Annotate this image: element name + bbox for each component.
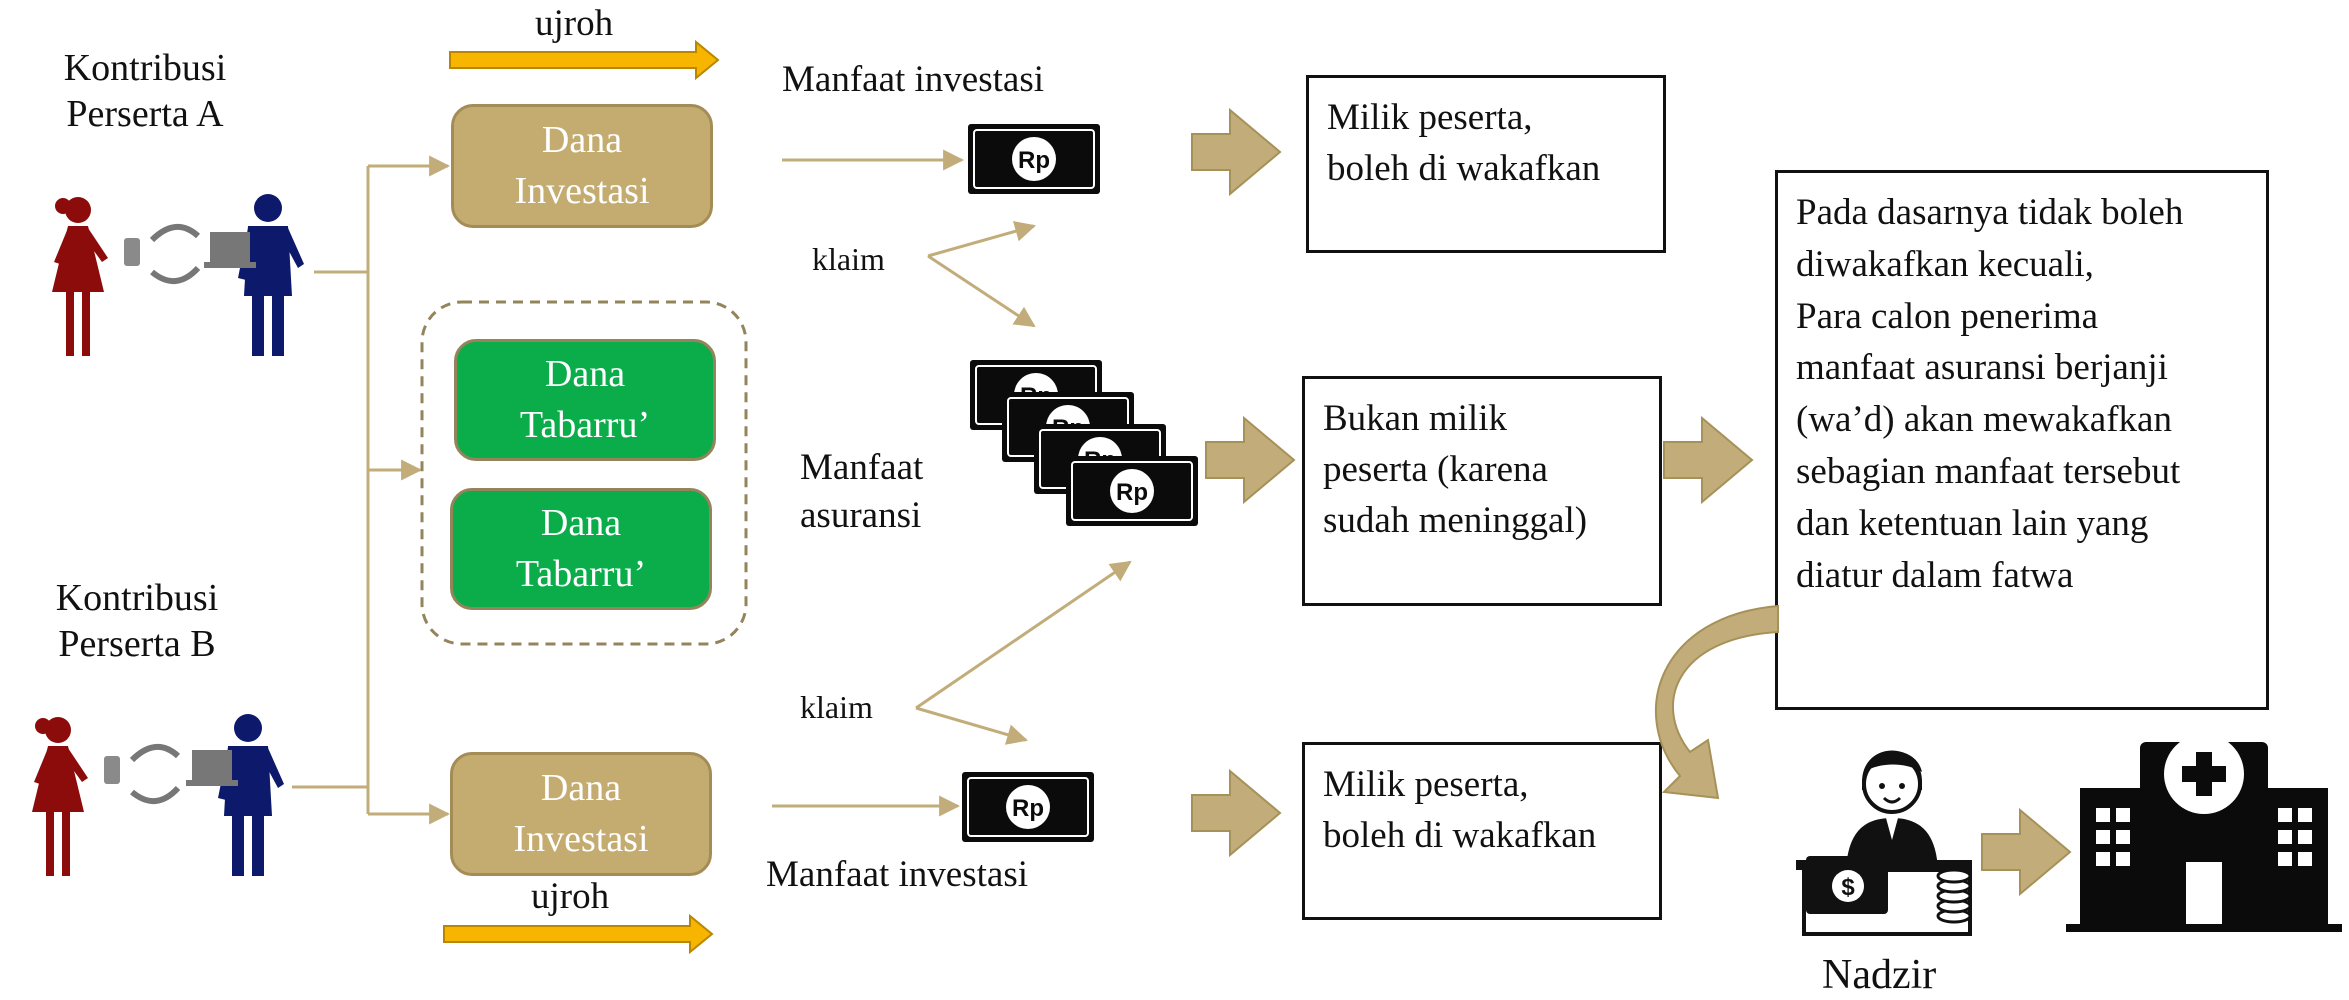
woman-icon bbox=[52, 197, 108, 356]
tabarru-group-border bbox=[420, 300, 748, 646]
ujroh-bottom-label: ujroh bbox=[531, 876, 610, 917]
dana-investasi-bottom: Dana Investasi bbox=[450, 752, 712, 876]
ujroh-top-label: ujroh bbox=[535, 3, 614, 44]
ujroh-bottom-arrow bbox=[443, 913, 714, 955]
fat-arrow-top bbox=[1191, 109, 1281, 195]
manfaat-asuransi-label: Manfaat asuransi bbox=[800, 447, 924, 537]
manfaat-investasi-bottom-label: Manfaat investasi bbox=[766, 854, 1028, 895]
manfaat-investasi-top-label: Manfaat investasi bbox=[782, 59, 1044, 100]
coins-icon bbox=[1936, 868, 1972, 924]
dana-tabarru-1: Dana Tabarru’ bbox=[454, 339, 716, 461]
exchange-arrows-icon bbox=[149, 224, 201, 284]
woman-icon bbox=[32, 717, 88, 876]
dollar-icon: $ bbox=[1832, 870, 1864, 902]
dana-investasi-top: Dana Investasi bbox=[451, 104, 713, 228]
laptop-icon bbox=[186, 750, 238, 786]
bukan-milik-box: Bukan milik peserta (karena sudah mening… bbox=[1302, 376, 1662, 606]
dana-tabarru-2: Dana Tabarru’ bbox=[450, 488, 712, 610]
flow-arrows bbox=[772, 149, 1132, 817]
phone-icon bbox=[104, 756, 120, 784]
participant-b-label: Kontribusi Perserta B bbox=[55, 577, 219, 665]
hospital-icon bbox=[2066, 734, 2342, 932]
laptop-icon bbox=[204, 232, 256, 268]
participant-a-label: Kontribusi Perserta A bbox=[63, 47, 227, 135]
milik-peserta-bottom-box: Milik peserta, boleh di wakafkan bbox=[1302, 742, 1662, 920]
curved-arrow-to-nadzir bbox=[1655, 604, 1779, 800]
svg-text:$: $ bbox=[1841, 874, 1855, 901]
money-bill-icon bbox=[967, 123, 1101, 195]
fat-arrow-bottom bbox=[1191, 770, 1281, 856]
fat-arrow-middle bbox=[1205, 417, 1295, 503]
milik-peserta-top-box: Milik peserta, boleh di wakafkan bbox=[1306, 75, 1666, 253]
nadzir-label: Nadzir bbox=[1822, 952, 1937, 998]
phone-icon bbox=[124, 238, 140, 266]
money-bill-icon bbox=[961, 771, 1095, 843]
exchange-arrows-icon bbox=[129, 744, 181, 804]
man-icon bbox=[218, 714, 284, 876]
man-icon bbox=[238, 194, 304, 356]
fat-arrow-to-hospital bbox=[1981, 809, 2071, 895]
klaim-top-label: klaim bbox=[812, 241, 885, 277]
fat-arrow-to-fatwa bbox=[1663, 417, 1753, 503]
fatwa-box: Pada dasarnya tidak boleh diwakafkan kec… bbox=[1775, 170, 2269, 710]
contribution-connectors bbox=[292, 155, 451, 825]
ujroh-top-arrow bbox=[449, 39, 720, 81]
klaim-bottom-label: klaim bbox=[800, 689, 873, 725]
money-bill-icon bbox=[1065, 455, 1199, 527]
